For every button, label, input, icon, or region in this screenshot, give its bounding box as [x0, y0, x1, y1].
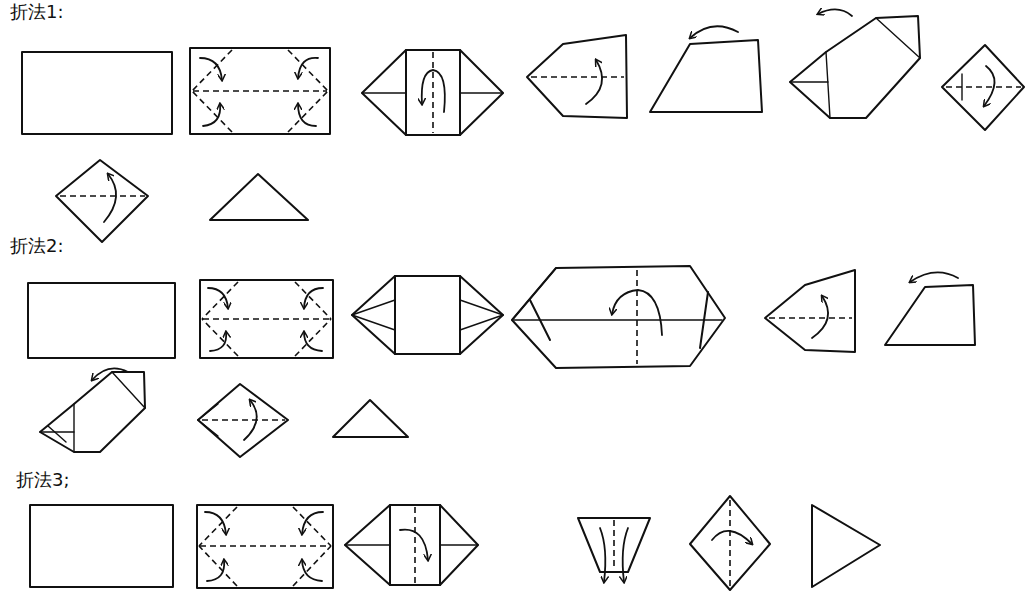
- method-label: 折法2:: [10, 236, 64, 256]
- method-label: 折法1:: [10, 2, 64, 22]
- method-label: 折法3;: [16, 470, 70, 490]
